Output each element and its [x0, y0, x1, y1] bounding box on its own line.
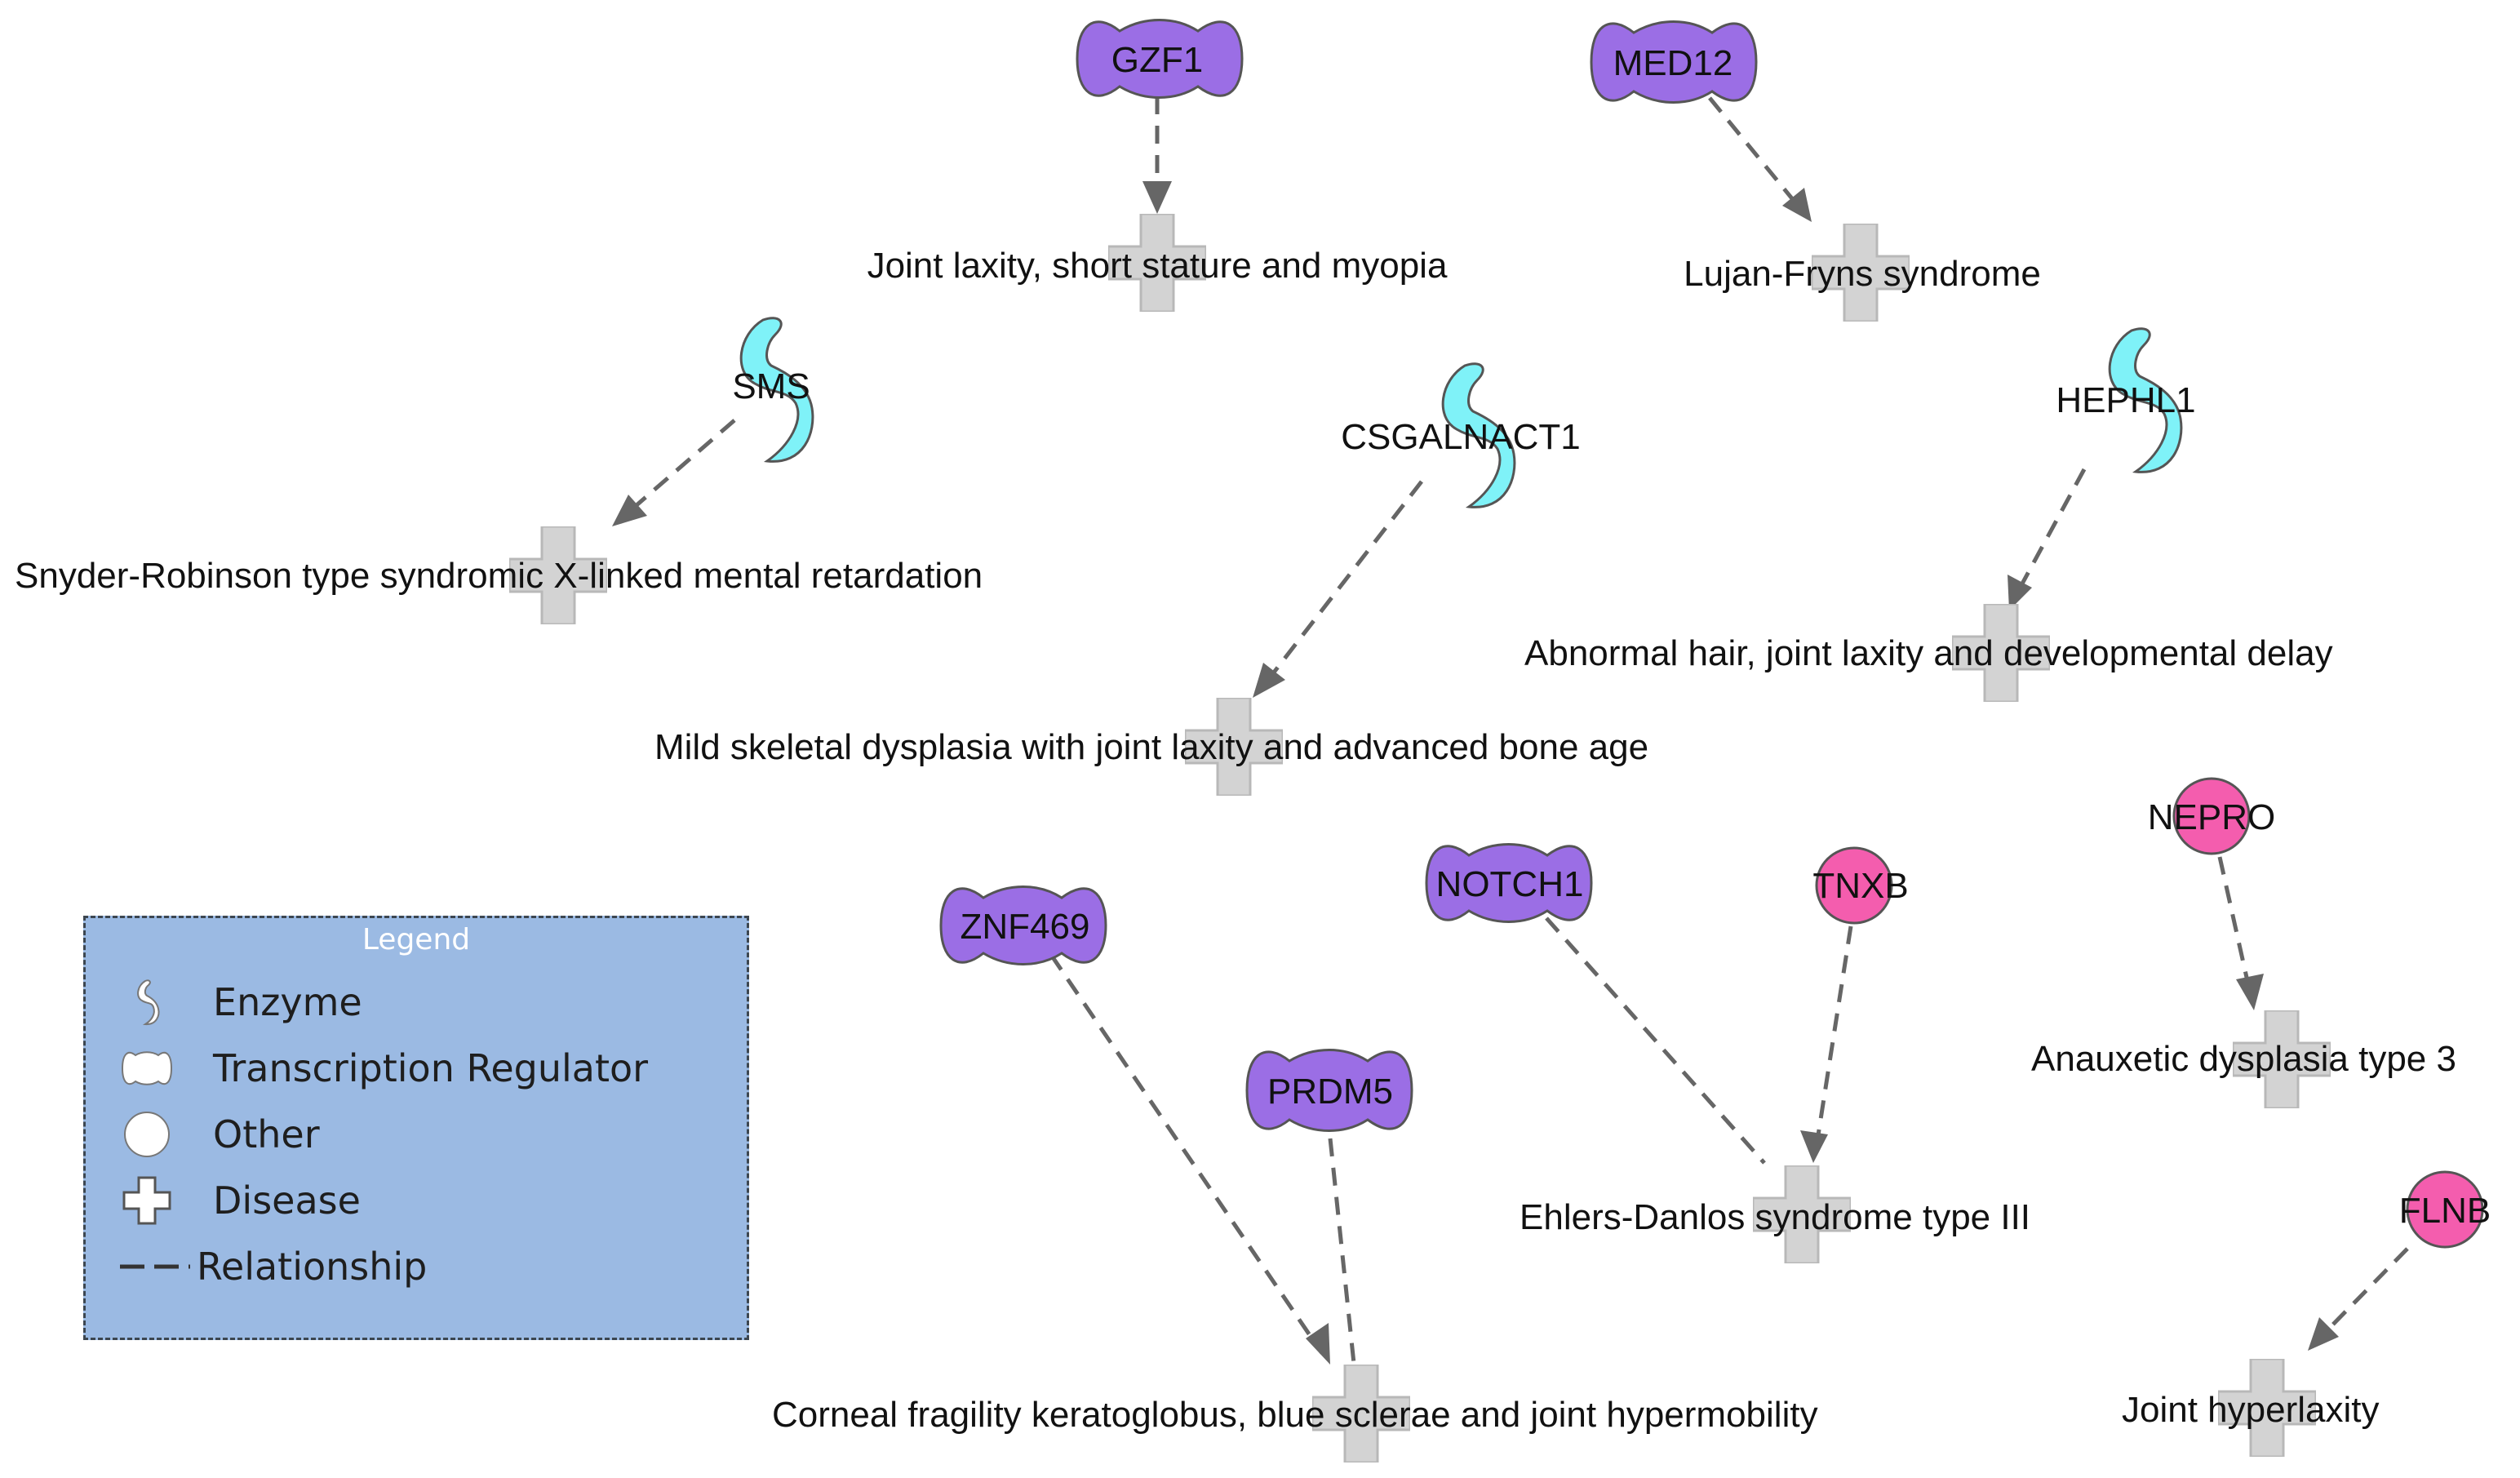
legend-item-disease: Disease [118, 1172, 361, 1229]
edge-prdm5-corneal-fragility [1328, 1138, 1357, 1372]
enzyme-icon[interactable] [1441, 362, 1516, 508]
legend-label-other: Other [213, 1112, 320, 1156]
edge-flnb-joint-hyperlaxity [2316, 1247, 2409, 1342]
disease-label-mild-skeletal[interactable]: Mild skeletal dysplasia with joint laxit… [654, 727, 1648, 767]
disease-label-anauxetic[interactable]: Anauxetic dysplasia type 3 [2031, 1039, 2456, 1079]
disease-label-abnormal-hair[interactable]: Abnormal hair, joint laxity and developm… [1524, 633, 2333, 673]
legend-label-relationship: Relationship [197, 1245, 428, 1289]
other-icon [118, 1106, 175, 1163]
edge-znf469-corneal-fragility [1049, 953, 1324, 1355]
gene-label-gzf1[interactable]: GZF1 [1111, 40, 1203, 80]
arrowhead-hephl1 [2008, 575, 2032, 610]
gene-label-znf469[interactable]: ZNF469 [961, 907, 1090, 947]
disease-labels: Joint laxity, short stature and myopia L… [15, 246, 2456, 1435]
transcription-regulator-nodes [939, 19, 1758, 1132]
transcription-regulator-icon[interactable] [939, 885, 1107, 965]
edge-sms-snyder-robinson [623, 419, 736, 517]
arrowhead-flnb [2308, 1317, 2339, 1351]
arrowhead-med12 [1782, 188, 1812, 222]
arrowhead-tnxb [1800, 1130, 1828, 1163]
edge-csgalnact1-mild-skeletal [1263, 480, 1423, 686]
edge-notch1-ehlers-danlos [1545, 917, 1766, 1165]
arrowhead-sms [612, 495, 647, 526]
relationship-icon [118, 1238, 192, 1295]
legend-item-other: Other [118, 1106, 320, 1163]
edges [623, 96, 2409, 1372]
legend-item-transcription-regulator: Transcription Regulator [118, 1040, 648, 1097]
transcription-regulator-icon[interactable] [1425, 843, 1593, 923]
legend-label-enzyme: Enzyme [213, 980, 362, 1024]
other-icon[interactable] [1815, 846, 1893, 925]
disease-label-snyder-robinson[interactable]: Snyder-Robinson type syndromic X-linked … [15, 556, 983, 596]
gene-label-csgalnact1[interactable]: CSGALNACT1 [1341, 417, 1580, 457]
edge-hephl1-abnormal-hair [2013, 468, 2087, 597]
gene-label-med12[interactable]: MED12 [1613, 43, 1733, 83]
legend-label-transcription-regulator: Transcription Regulator [213, 1046, 649, 1090]
arrowhead-csgalnact1 [1253, 663, 1285, 698]
legend-panel: Legend Enzyme Transcription Regulator Ot… [83, 916, 749, 1340]
other-icon[interactable] [2172, 777, 2251, 855]
disease-icon [118, 1172, 175, 1229]
enzyme-icon[interactable] [2108, 327, 2183, 473]
gene-labels: GZF1 MED12 SMS CSGALNACT1 HEPHL1 ZNF469 … [732, 40, 2491, 1231]
disease-label-ehlers-danlos[interactable]: Ehlers-Danlos syndrome type III [1520, 1197, 2030, 1237]
arrowheads [612, 181, 2339, 1365]
disease-label-corneal-fragility[interactable]: Corneal fragility keratoglobus, blue scl… [772, 1395, 1818, 1435]
gene-label-tnxb[interactable]: TNXB [1812, 866, 1908, 906]
edge-tnxb-ehlers-danlos [1813, 925, 1853, 1152]
transcription-regulator-icon[interactable] [1245, 1049, 1413, 1132]
arrowhead-gzf1 [1142, 181, 1172, 214]
edge-med12-lujan-fryns [1708, 96, 1803, 212]
transcription-regulator-icon[interactable] [1590, 20, 1758, 104]
enzyme-icon[interactable] [739, 317, 814, 463]
legend-label-disease: Disease [213, 1178, 361, 1223]
disease-label-lujan-fryns[interactable]: Lujan-Fryns syndrome [1684, 254, 2041, 294]
arrowhead-znf469 [1306, 1323, 1330, 1365]
other-icon[interactable] [2406, 1170, 2484, 1249]
transcription-regulator-icon[interactable] [1076, 19, 1244, 99]
gene-label-hephl1[interactable]: HEPHL1 [2056, 380, 2195, 420]
enzyme-icon [118, 974, 175, 1031]
arrowhead-nepro [2236, 974, 2264, 1010]
disease-label-joint-laxity-myopia[interactable]: Joint laxity, short stature and myopia [867, 246, 1448, 286]
gene-label-nepro[interactable]: NEPRO [2148, 797, 2275, 837]
disease-label-joint-hyperlaxity[interactable]: Joint hyperlaxity [2122, 1390, 2379, 1430]
enzyme-nodes [739, 317, 2183, 508]
legend-item-relationship: Relationship [118, 1238, 427, 1295]
edge-nepro-anauxetic [2217, 856, 2253, 996]
legend-title: Legend [362, 923, 471, 956]
gene-label-flnb[interactable]: FLNB [2399, 1191, 2491, 1231]
other-nodes [1815, 777, 2484, 1249]
gene-label-sms[interactable]: SMS [732, 366, 810, 406]
legend-item-enzyme: Enzyme [118, 974, 362, 1031]
gene-label-notch1[interactable]: NOTCH1 [1436, 864, 1584, 904]
gene-label-prdm5[interactable]: PRDM5 [1267, 1072, 1393, 1112]
transcription-regulator-icon [118, 1040, 175, 1097]
